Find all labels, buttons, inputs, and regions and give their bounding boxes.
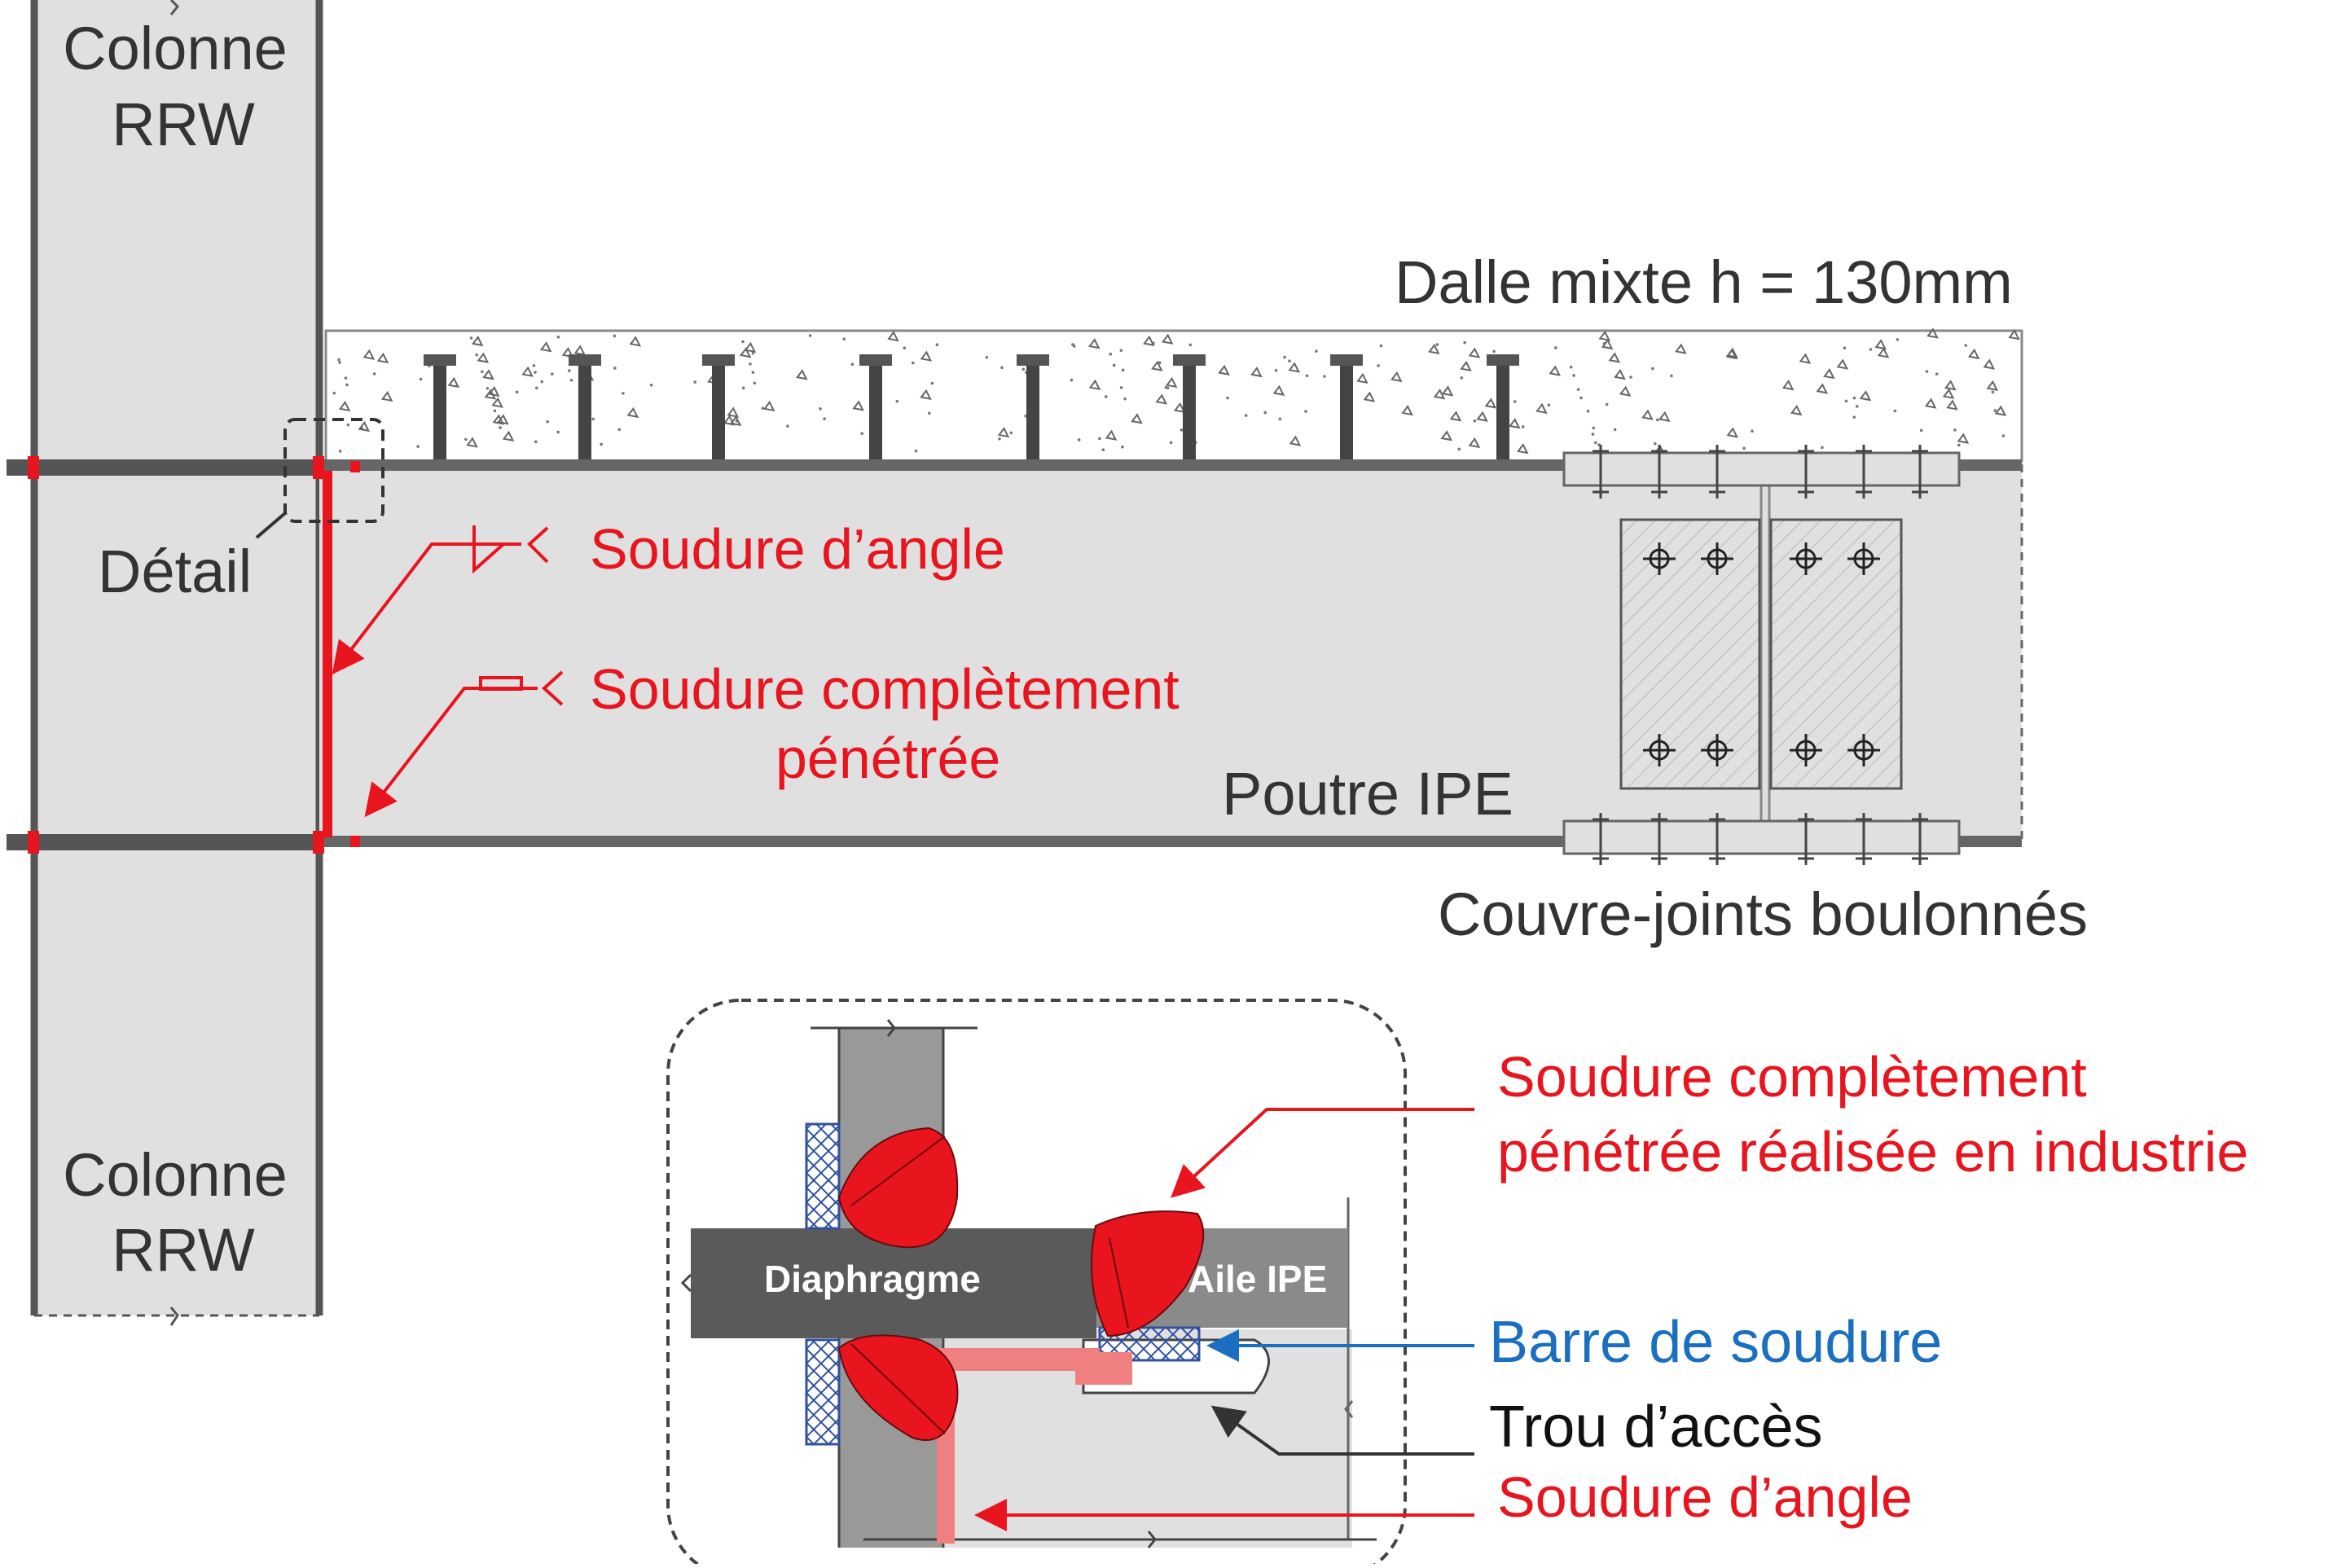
cjp-weld-symbol [364,670,564,818]
backing-bar-label: Barre de soudure [1489,1310,1942,1375]
shop-weld-label-line2: pénétrée réalisée en industrie [1497,1120,2248,1184]
detail-label: Détail [98,538,252,605]
backing-plate-bottom [805,1338,841,1446]
detail-callout [255,418,384,539]
fillet-weld-symbol [332,525,549,675]
splice-label: Couvre-joints boulonnés [1438,881,2088,948]
diaphragm-label: Diaphragme [764,1258,981,1300]
cjp-weld-label-line2: pénétrée [775,727,1000,790]
detail-view: Diaphragme Aile IPE [666,999,1407,1568]
ipe-flange-label: Aile IPE [1188,1258,1327,1300]
column-top-label-line1: Colonne [63,15,288,82]
detail-fillet-welds [937,1348,1132,1544]
column-bottom-label-line2: RRW [112,1216,255,1284]
slab-label: Dalle mixte h = 130mm [1395,248,2013,316]
rrw-column [30,0,323,1326]
detail-fillet-weld-label: Soudure d’angle [1497,1465,1913,1529]
shop-weld-label-line1: Soudure complètement [1497,1045,2087,1109]
cjp-weld-label-line1: Soudure complètement [590,657,1180,721]
access-hole-label: Trou d’accès [1489,1395,1823,1460]
composite-slab [324,327,2023,463]
fillet-weld-label: Soudure d’angle [590,517,1005,581]
detail-leaders [974,1108,1474,1531]
detail-shop-welds [837,1127,1205,1441]
beam-label: Poutre IPE [1222,760,1513,828]
column-top-label-line2: RRW [112,90,255,158]
bolted-splice [1562,445,1961,865]
ipe-beam [319,464,2023,841]
column-bottom-label-line1: Colonne [63,1141,288,1209]
backing-plate-top [805,1122,841,1230]
weld-marks [28,456,360,854]
shear-stud [424,354,1519,461]
detail-diaphragm [691,1228,1096,1338]
